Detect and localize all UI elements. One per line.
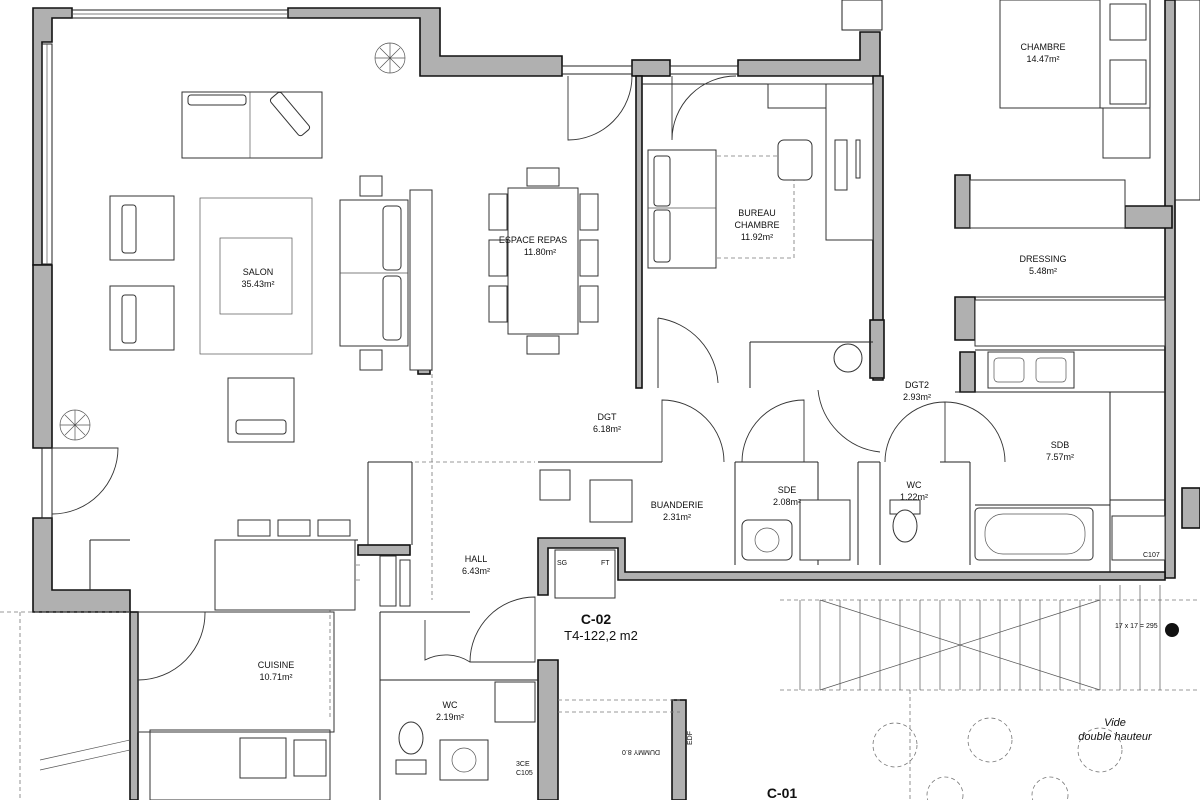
room-labels: SALON 35.43m² ESPACE REPAS 11.80m² BUREA… [241, 42, 1074, 722]
furniture [39, 0, 1179, 800]
tag-c107: C107 [1143, 552, 1160, 559]
tag-dummy: DUMMY 8.0 [622, 748, 660, 755]
tag-stair-note: 17 x 17 = 295 [1115, 623, 1158, 630]
room-area-dressing: 5.48m² [1029, 266, 1057, 276]
room-name-dressing: DRESSING [1019, 254, 1066, 264]
tag-ft: FT [601, 560, 610, 567]
room-area-buanderie: 2.31m² [663, 512, 691, 522]
room-area-dgt: 6.18m² [593, 424, 621, 434]
room-area-chambre: 14.47m² [1026, 54, 1059, 64]
room-area-salon: 35.43m² [241, 279, 274, 289]
dashed-guides [0, 155, 1200, 800]
room-area-sdb: 7.57m² [1046, 452, 1074, 462]
room-area-sde: 2.08m² [773, 497, 801, 507]
room-name-dgt2: DGT2 [905, 380, 929, 390]
room-name-bureau: BUREAU [738, 208, 776, 218]
room-name-wc-2: WC [443, 700, 458, 710]
void-label-line1: Vide [1104, 717, 1126, 729]
apartment-code: C-02 [581, 611, 612, 627]
column-marker-icon [1165, 623, 1179, 637]
room-area-cuisine: 10.71m² [259, 672, 292, 682]
room-area-wc-1: 1.22m² [900, 492, 928, 502]
room-area-wc-2: 2.19m² [436, 712, 464, 722]
room-name-salon: SALON [243, 267, 274, 277]
tag-3ce: 3CE [516, 761, 530, 768]
room-name-chambre-2: CHAMBRE [734, 220, 779, 230]
room-name-hall: HALL [465, 554, 488, 564]
doors [51, 75, 1006, 681]
tag-c105: C105 [516, 770, 533, 777]
room-name-cuisine: CUISINE [258, 660, 295, 670]
windows [41, 0, 1200, 519]
room-name-sde: SDE [778, 485, 797, 495]
tags: SG FT C107 C105 3CE EDF DUMMY 8.0 17 x 1… [516, 552, 1160, 777]
lower-unit-code: C-01 [767, 785, 798, 800]
room-area-bureau: 11.92m² [741, 232, 773, 242]
room-area-dgt2: 2.93m² [903, 392, 931, 402]
void-label-line2: double hauteur [1078, 731, 1153, 743]
unit-labels: C-02 T4-122,2 m2 C-01 Vide double hauteu… [564, 611, 1153, 800]
room-name-chambre: CHAMBRE [1020, 42, 1065, 52]
room-area-espace-repas: 11.80m² [524, 247, 556, 257]
room-name-espace-repas: ESPACE REPAS [499, 235, 567, 245]
room-name-dgt: DGT [598, 412, 618, 422]
room-name-sdb: SDB [1051, 440, 1070, 450]
tag-edf: EDF [687, 731, 694, 745]
room-area-hall: 6.43m² [462, 566, 490, 576]
apartment-type: T4-122,2 m2 [564, 628, 638, 643]
room-name-buanderie: BUANDERIE [651, 500, 704, 510]
tag-sg: SG [557, 560, 567, 567]
room-name-wc-1: WC [907, 480, 922, 490]
